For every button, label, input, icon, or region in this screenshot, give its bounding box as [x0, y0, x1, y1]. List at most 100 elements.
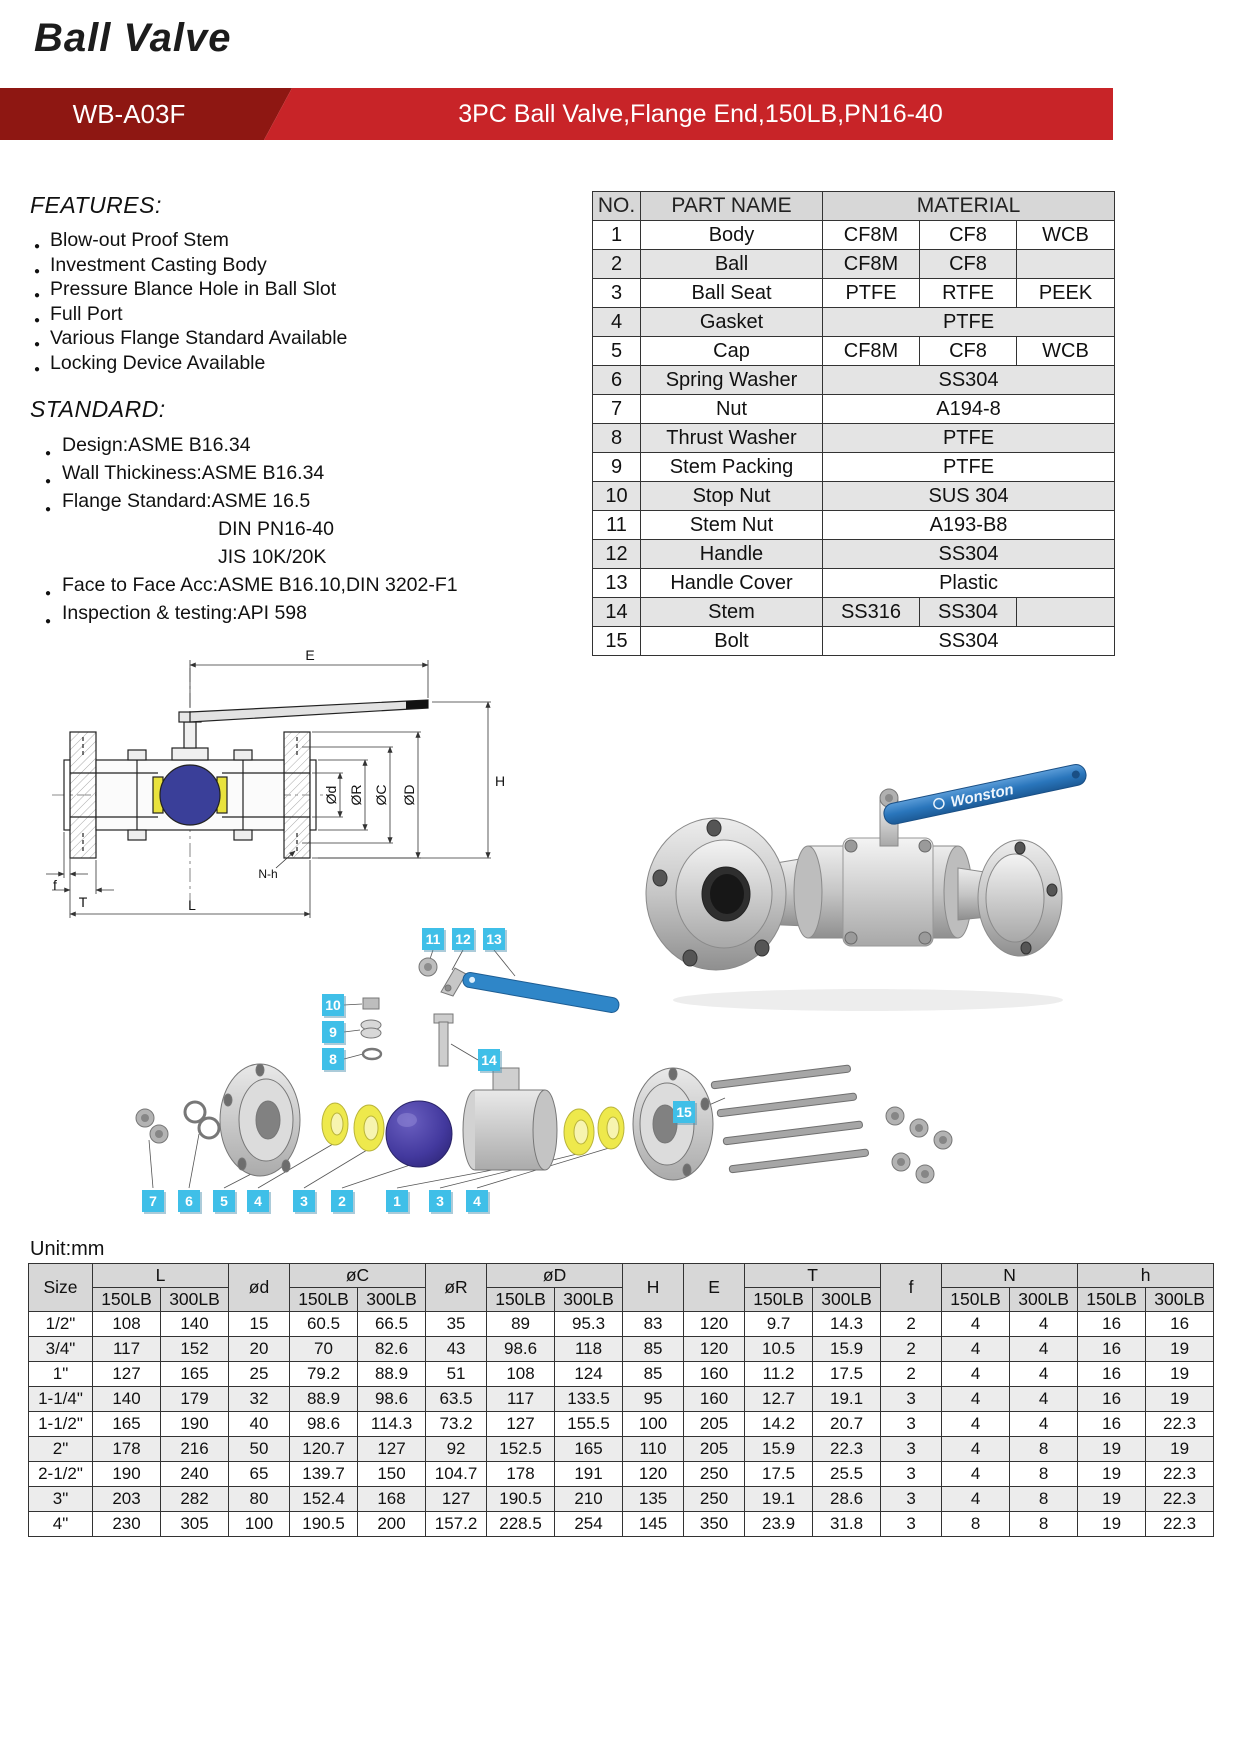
dim-label-f: f	[53, 877, 57, 893]
material-cell: CF8M	[822, 336, 920, 366]
part-name-cell: Stem	[640, 597, 823, 627]
exploded-graphic	[135, 949, 953, 1189]
dim-cell: 165	[92, 1411, 161, 1437]
handle-bracket-part	[440, 967, 467, 997]
dim-cell: 4	[941, 1386, 1011, 1412]
material-cell: Plastic	[821, 568, 1116, 598]
dim-cell: 22.3	[1145, 1511, 1215, 1537]
dim-cell: 250	[683, 1461, 746, 1487]
valve-photo-graphic: Wonston	[645, 763, 1087, 1011]
dim-label-C: ØC	[373, 785, 389, 806]
dim-cell: 165	[159, 1361, 230, 1387]
page-title: Ball Valve	[34, 16, 232, 60]
dim-cell: 145	[622, 1511, 685, 1537]
part-name-cell: Ball Seat	[640, 278, 823, 308]
dim-cell: 16	[1077, 1361, 1147, 1387]
dim-cell: 19	[1145, 1336, 1215, 1362]
dim-cell: 8	[1009, 1486, 1079, 1512]
material-cell: WCB	[1015, 336, 1116, 366]
dim-label-T: T	[79, 894, 88, 910]
col-oR: øR	[425, 1263, 488, 1312]
model-code: WB-A03F	[72, 98, 186, 129]
parts-header-no: NO.	[592, 191, 641, 221]
model-code-box: WB-A03F	[0, 88, 292, 140]
feature-item: Blow-out Proof Stem	[30, 228, 347, 259]
dim-header-row-1: Size L ød øC øR øD H E T f N h	[28, 1263, 1215, 1312]
dim-cell: 124	[554, 1361, 624, 1387]
dim-cell: 152.5	[486, 1436, 556, 1462]
part-name-cell: Gasket	[640, 307, 823, 337]
part-label-7: 7	[142, 1190, 164, 1212]
dim-cell: 168	[357, 1486, 427, 1512]
dim-cell: 117	[486, 1386, 556, 1412]
dim-cell: 8	[941, 1511, 1011, 1537]
dim-cell: 10.5	[744, 1336, 814, 1362]
part-label-5: 5	[213, 1190, 235, 1212]
dim-cell: 8	[1009, 1461, 1079, 1487]
dim-cell: 9.7	[744, 1311, 814, 1337]
dim-cell: 4	[941, 1486, 1011, 1512]
part-name-cell: Handle	[640, 539, 823, 569]
dim-cell: 19	[1145, 1436, 1215, 1462]
dimension-labels: E H Ød ØR ØC ØD f T L N-h	[53, 647, 505, 913]
sub-oC-150: 150LB	[289, 1287, 359, 1312]
sub-L-150: 150LB	[92, 1287, 161, 1312]
size-cell: 1-1/4"	[28, 1386, 93, 1412]
handle-grip	[406, 700, 428, 709]
dim-cell: 3	[880, 1486, 943, 1512]
dim-cell: 118	[554, 1336, 624, 1362]
dim-cell: 2	[880, 1311, 943, 1337]
dim-label-d: Ød	[323, 786, 339, 805]
dim-cell: 22.3	[812, 1436, 882, 1462]
sub-oD-300: 300LB	[554, 1287, 624, 1312]
part-no-cell: 7	[592, 394, 641, 424]
dim-cell: 4	[1009, 1311, 1079, 1337]
bolt-studs-part	[710, 1064, 869, 1174]
dim-cell: 250	[683, 1486, 746, 1512]
handle-part	[462, 972, 620, 1014]
end-nuts-part	[885, 1106, 953, 1184]
part-label-8: 8	[322, 1048, 344, 1070]
standard-item: Wall Thickiness:ASME B16.34	[30, 459, 458, 496]
dim-label-R: ØR	[348, 785, 364, 806]
part-name-cell: Bolt	[640, 626, 823, 656]
part-label-12: 12	[452, 928, 474, 950]
material-cell: CF8	[919, 220, 1017, 250]
dim-cell: 3	[880, 1511, 943, 1537]
part-label-3: 3	[293, 1190, 315, 1212]
dim-cell: 179	[159, 1386, 230, 1412]
dim-cell: 19	[1145, 1386, 1215, 1412]
feature-item: Locking Device Available	[30, 351, 347, 382]
dim-cell: 70	[289, 1336, 359, 1362]
dim-label-E: E	[305, 647, 314, 663]
material-cell: SUS 304	[821, 481, 1116, 511]
dim-cell: 216	[159, 1436, 230, 1462]
part-name-cell: Stem Nut	[640, 510, 823, 540]
part-no-cell: 3	[592, 278, 641, 308]
dim-cell: 254	[554, 1511, 624, 1537]
material-cell: A193-B8	[821, 510, 1116, 540]
part-label-11: 11	[422, 928, 444, 950]
standard-item: JIS 10K/20K	[218, 546, 327, 568]
handle-outline	[189, 699, 429, 723]
part-no-cell: 1	[592, 220, 641, 250]
dim-label-Nh: N-h	[258, 867, 277, 881]
dim-cell: 190.5	[486, 1486, 556, 1512]
ball	[159, 764, 221, 826]
dim-cell: 95.3	[554, 1311, 624, 1337]
dim-cell: 100	[228, 1511, 291, 1537]
dim-cell: 3	[880, 1461, 943, 1487]
dim-cell: 178	[92, 1436, 161, 1462]
size-cell: 1-1/2"	[28, 1411, 93, 1437]
dim-cell: 120.7	[289, 1436, 359, 1462]
size-cell: 1"	[28, 1361, 93, 1387]
dim-cell: 150	[357, 1461, 427, 1487]
